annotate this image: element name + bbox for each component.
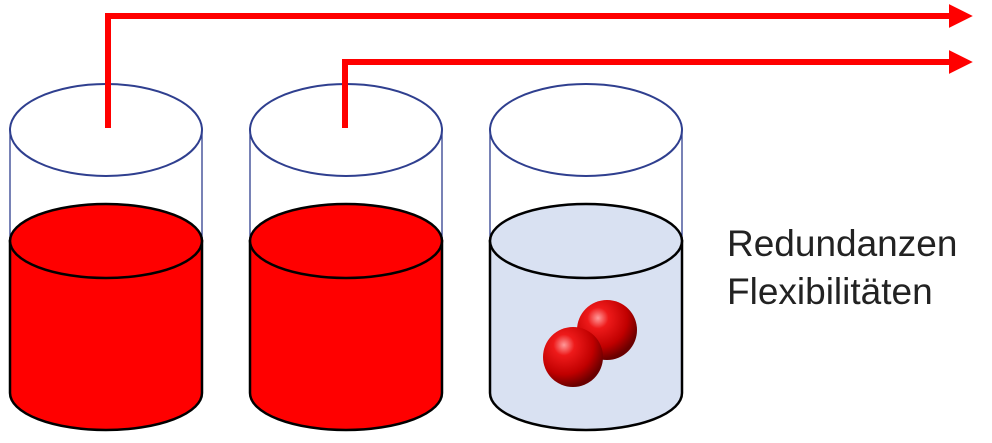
container-3-outline: [489, 130, 683, 238]
label-redundancies: Redundanzen: [727, 223, 958, 264]
container-3-top-ellipse: [489, 83, 683, 177]
container-1-fill-top: [8, 202, 204, 280]
container-2-fill-top: [248, 202, 444, 280]
label-flexibilities: Flexibilitäten: [727, 271, 933, 312]
container-2: [248, 83, 444, 432]
molecule-icon: [543, 300, 637, 387]
container-1: [8, 83, 204, 432]
container-1-outline: [9, 130, 203, 238]
container-1-fill-body: [8, 239, 204, 432]
container-3-fill-top: [488, 202, 684, 280]
molecule-atom-front: [543, 327, 603, 387]
arrow-redundancies: [105, 4, 973, 128]
container-2-outline: [249, 130, 443, 238]
container-3: [488, 83, 684, 432]
arrow-flexibilities: [342, 50, 973, 128]
container-2-fill-body: [248, 239, 444, 432]
